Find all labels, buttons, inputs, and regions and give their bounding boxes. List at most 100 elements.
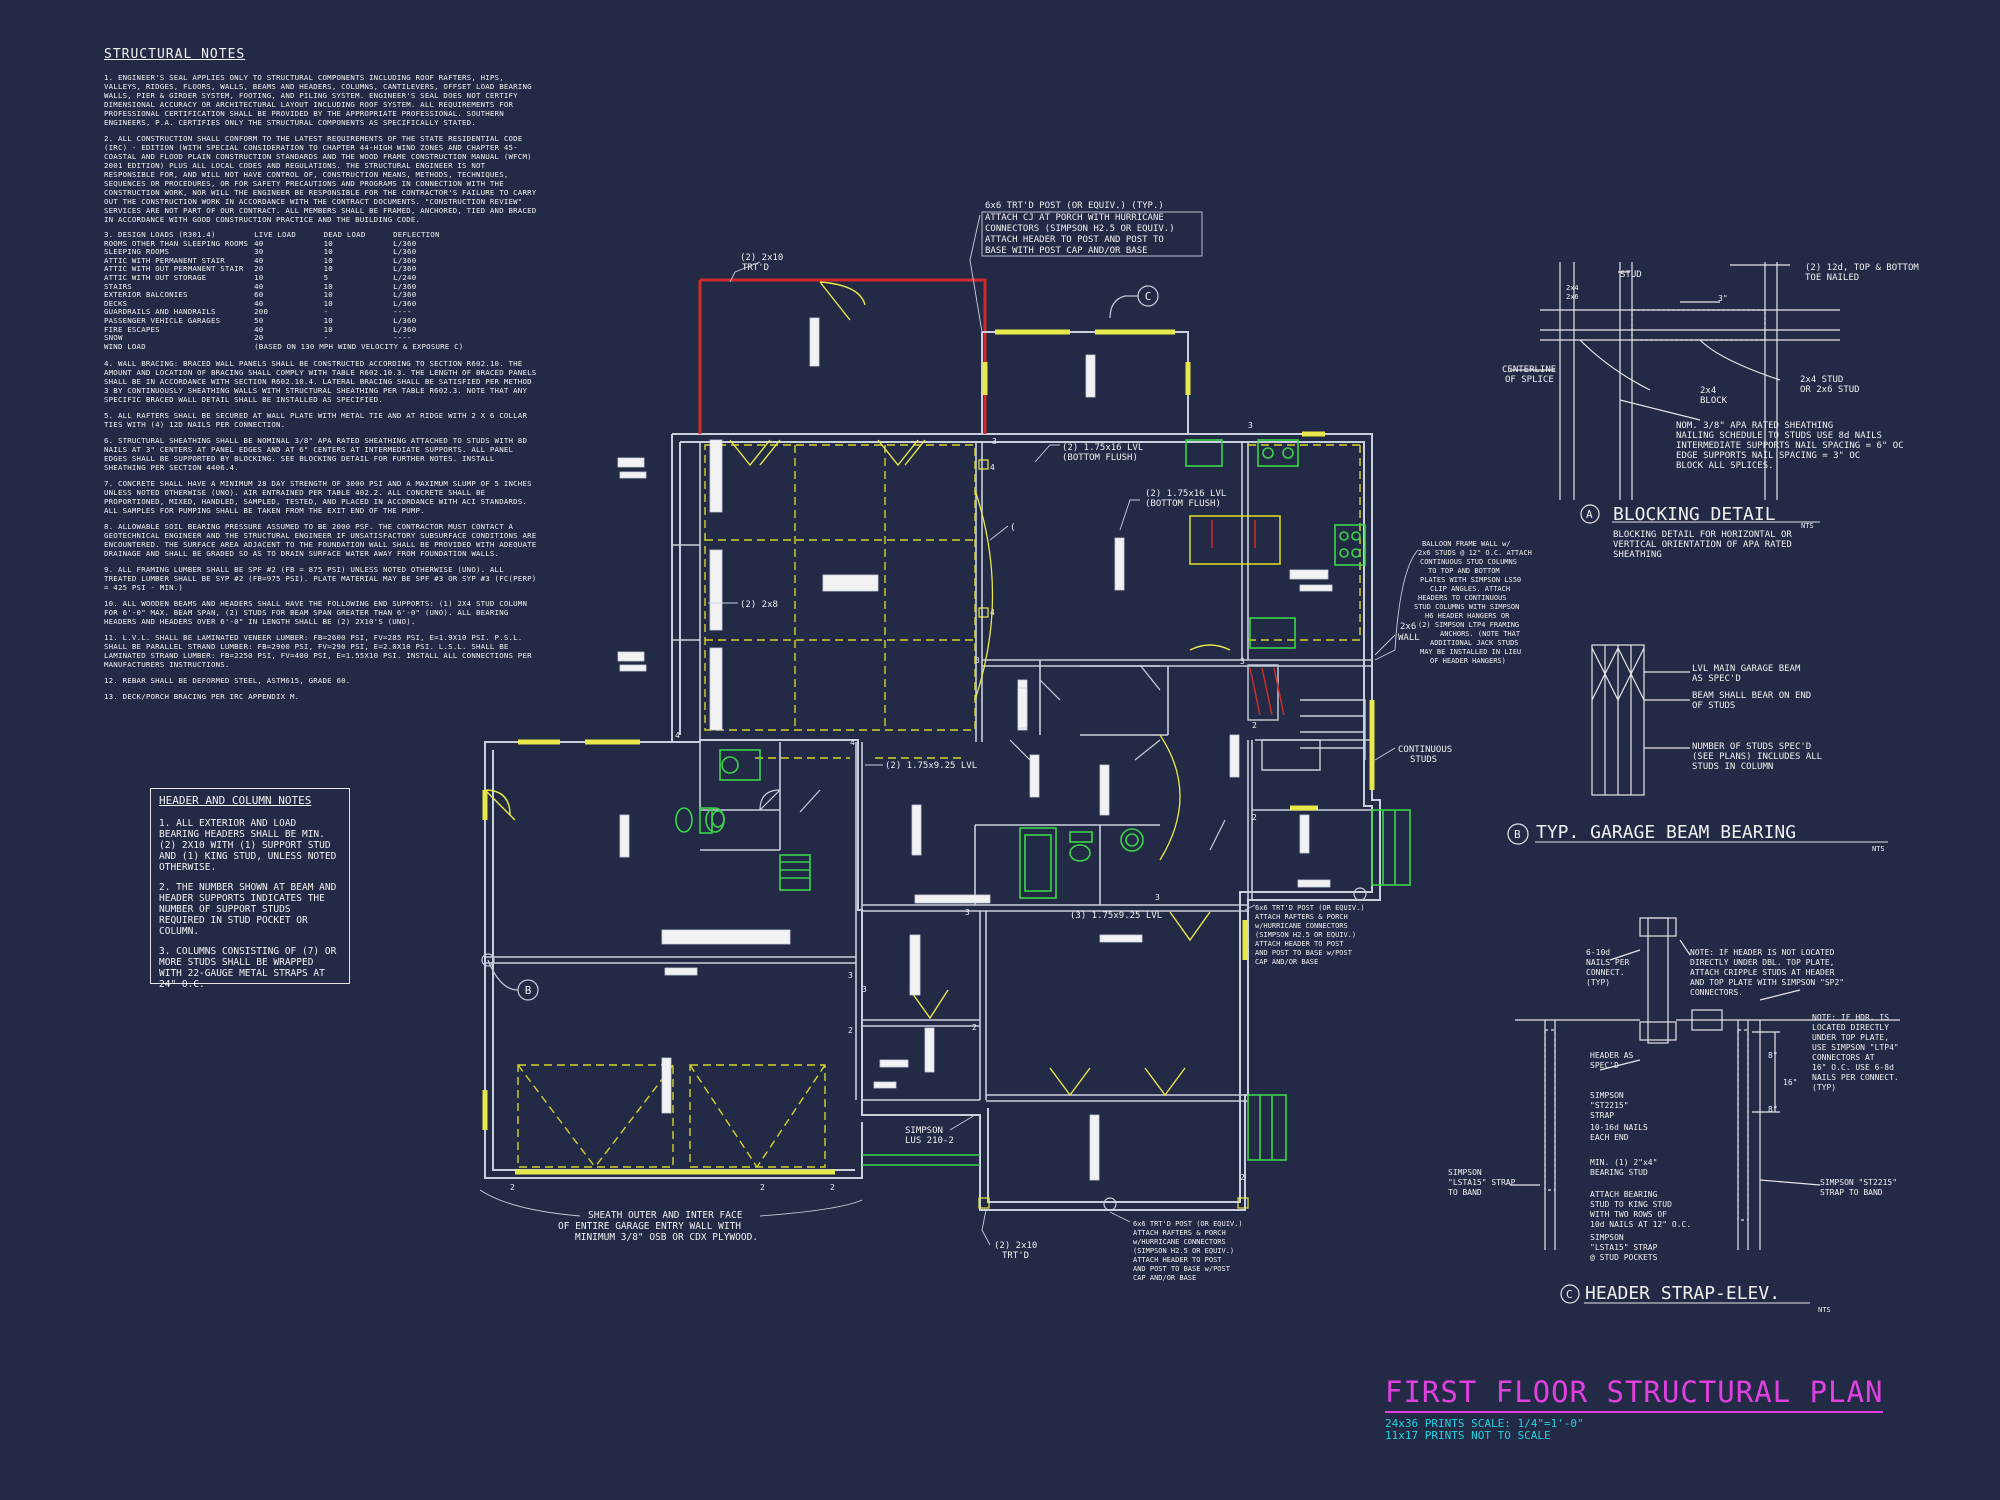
lvl-4: (2) 1.75x9.25 LVL [885, 761, 977, 771]
balloon-10: (2) SIMPSON LTP4 FRAMING [1418, 621, 1519, 629]
strap-note2-7: NAILS PER CONNECT. [1812, 1073, 1899, 1082]
strap-dim-3: 8" [1768, 1105, 1778, 1114]
hc-note-1: 1. ALL EXTERIOR AND LOAD BEARING HEADERS… [159, 818, 337, 873]
note-4: 4. WALL BRACING: BRACED WALL PANELS SHAL… [104, 359, 537, 405]
lsta-left-3: TO BAND [1448, 1188, 1482, 1197]
block-1: 2x4 [1700, 386, 1716, 396]
sheathing-3: INTERMEDIATE SUPPORTS NAIL SPACING = 6" … [1676, 441, 1904, 451]
loads-cell: 40 [254, 238, 264, 248]
plan-labels: 6x6 TRT'D POST (OR EQUIV.) (TYP.) ATTACH… [558, 201, 1452, 1261]
note-5: 5. ALL RAFTERS SHALL BE SECURED AT WALL … [104, 411, 528, 430]
loads-cell: WIND LOAD [104, 341, 146, 351]
detail-a-title: BLOCKING DETAIL [1613, 504, 1776, 525]
svg-text:4: 4 [990, 463, 995, 472]
detail-a-letter: A [1586, 508, 1593, 521]
header-2x10-bottom-2: TRT'D [1002, 1251, 1029, 1261]
svg-text:4: 4 [990, 608, 995, 617]
porch-post-top-1: 6x6 TRT'D POST (OR EQUIV.) (TYP.) [985, 201, 1164, 211]
balloon-3: CONTINUOUS STUD COLUMNS [1420, 558, 1517, 566]
porch-post-bottom-7: CAP AND/OR BASE [1133, 1274, 1196, 1282]
marker-c-plan: C [1145, 290, 1152, 303]
loads-cell: 20 [254, 333, 264, 343]
structural-notes: STRUCTURAL NOTES 1. ENGINEER'S SEAL APPL… [104, 47, 540, 708]
strap-note2-5: CONNECTORS AT [1812, 1053, 1875, 1062]
header-2x10-bottom-1: (2) 2x10 [994, 1241, 1037, 1251]
continuous-studs-1: CONTINUOUS [1398, 745, 1452, 755]
design-loads-table: 3. DESIGN LOADS (R301.4) LIVE LOAD DEAD … [104, 230, 469, 352]
structural-notes-heading: STRUCTURAL NOTES [104, 47, 246, 62]
header-column-notes-heading: HEADER AND COLUMN NOTES [159, 794, 312, 807]
leader-lines [479, 211, 1419, 1246]
lsta-left-2: "LSTA15" STRAP [1448, 1178, 1516, 1187]
porch-post-bottom-3: w/HURRICANE CONNECTORS [1133, 1238, 1226, 1246]
centerline-2: OF SPLICE [1505, 375, 1554, 385]
porch-post-top-2: ATTACH CJ AT PORCH WITH HURRICANE [985, 213, 1164, 223]
title-block: FIRST FLOOR STRUCTURAL PLAN 24x36 PRINTS… [1385, 1375, 1884, 1442]
loads-cell: 10 [323, 264, 333, 274]
loads-row: WIND LOAD(BASED ON 130 MPH WIND VELOCITY… [104, 341, 469, 352]
porch-post-top-5: BASE WITH POST CAP AND/OR BASE [985, 246, 1148, 256]
red-header-hatch [1211, 520, 1285, 716]
detail-c-labels: 6-10d NAILS PER CONNECT. (TYP) NOTE: IF … [1448, 948, 1899, 1314]
loads-intro: 3. DESIGN LOADS (R301.4) [104, 230, 216, 239]
blocking-2x4: 2x4 [1566, 284, 1579, 292]
loads-cell: ROOMS OTHER THAN SLEEPING ROOMS [104, 238, 249, 248]
interior-door-swings [759, 664, 1226, 851]
stud24-1: 2x4 STUD [1800, 375, 1843, 385]
loads-cell: L/240 [393, 272, 417, 282]
balloon-1: BALLOON FRAME WALL w/ [1422, 540, 1511, 548]
porch-post-bottom-6: AND POST TO BASE w/POST [1133, 1265, 1231, 1273]
strap-nails-3: CONNECT. [1586, 968, 1625, 977]
doors [484, 281, 1231, 1097]
loads-cell: L/360 [393, 324, 417, 334]
strap-header-2: SPEC'D [1590, 1061, 1619, 1070]
garage-num-2: (SEE PLANS) INCLUDES ALL [1692, 752, 1822, 762]
loads-cell: ---- [393, 307, 412, 317]
balloon-4: TO TOP AND BOTTOM [1428, 567, 1500, 575]
balloon-12: ADDITIONAL JACK STUDS [1430, 639, 1519, 647]
headers [482, 329, 1375, 1175]
balloon-8: STUD COLUMNS WITH SIMPSON [1414, 603, 1519, 611]
lsta-bottom-2: "LSTA15" STRAP [1590, 1243, 1658, 1252]
wall-2x6-1: 2x6 [1400, 622, 1416, 632]
arc-beam [974, 489, 1181, 861]
sheathing-5: BLOCK ALL SPLICES. [1676, 461, 1774, 471]
loads-cell: ATTIC WITH OUT PERMANENT STAIR [104, 264, 244, 274]
strap-nails-2: NAILS PER [1586, 958, 1630, 967]
balloon-11: ANCHORS. (NOTE THAT [1440, 630, 1521, 638]
loads-cell: 10 [323, 290, 333, 300]
loads-cell: - [323, 333, 329, 343]
simpson-lus-1: SIMPSON [905, 1126, 943, 1136]
loads-cell: L/360 [393, 238, 417, 248]
porch-post-side-2: ATTACH RAFTERS & PORCH [1255, 913, 1348, 921]
stair-areas [1247, 664, 1366, 771]
porch-post-side-1: 6x6 TRT'D POST (OR EQUIV.) [1255, 904, 1365, 912]
note-2: 2. ALL CONSTRUCTION SHALL CONFORM TO THE… [104, 134, 537, 224]
loads-cell: L/360 [393, 298, 417, 308]
svg-text:2: 2 [1252, 813, 1257, 822]
loads-cell: 40 [254, 255, 264, 265]
loads-cell: ATTIC WITH PERMANENT STAIR [104, 255, 225, 265]
svg-text:3: 3 [1248, 421, 1253, 430]
sheathing-2: NAILING SCHEDULE TO STUDS USE 8d NAILS [1676, 431, 1882, 441]
garage-bear-2: OF STUDS [1692, 701, 1735, 711]
lsta-bottom-1: SIMPSON [1590, 1233, 1624, 1242]
sheath-2: OF ENTIRE GARAGE ENTRY WALL WITH [558, 1221, 741, 1232]
balloon-9: H6 HEADER HANGERS OR [1425, 612, 1510, 620]
hc-note-2: 2. THE NUMBER SHOWN AT BEAM AND HEADER S… [159, 882, 337, 937]
loads-cell: 10 [323, 281, 333, 291]
strap-note1-1: NOTE: IF HEADER IS NOT LOCATED [1690, 948, 1835, 957]
strap-note2-1: NOTE: IF HDR. IS [1812, 1013, 1889, 1022]
loads-cell: 10 [323, 298, 333, 308]
svg-text:4: 4 [675, 731, 680, 740]
detail-c-drawing [1510, 917, 1900, 1304]
detail-a-drawing [1510, 262, 1840, 524]
svg-text:2: 2 [760, 1183, 765, 1192]
porch-post-top-4: ATTACH HEADER TO POST AND POST TO [985, 235, 1164, 245]
scale-line-2: 11x17 PRINTS NOT TO SCALE [1385, 1429, 1551, 1442]
loads-cell: L/360 [393, 315, 417, 325]
